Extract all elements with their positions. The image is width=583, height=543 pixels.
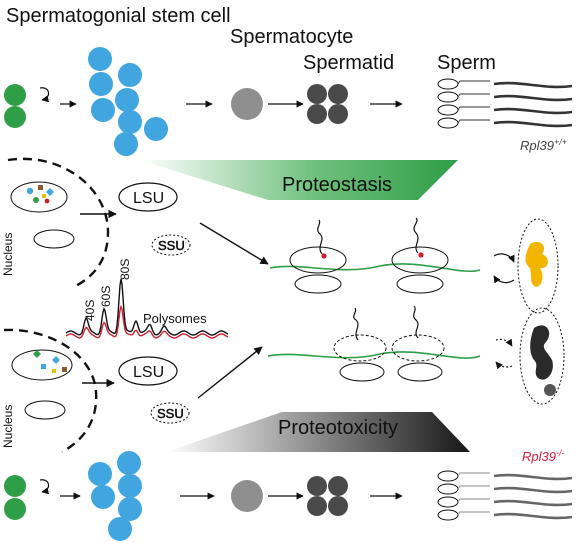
sperm-head [437,509,459,521]
sperm-midpiece [457,485,490,490]
peak-label-40s: 40S [83,300,97,321]
ribosome-precursor-lower [24,400,66,420]
proteostasis-label: Proteostasis [282,174,392,196]
cell-membrane-upper [7,157,110,290]
nascent-chain-1-lower [353,307,359,341]
genotype-allele-knockout: -/- [556,448,565,458]
sperm-tail [493,120,573,128]
self-renewal-arrow-top [39,87,50,103]
lsu-label-lower: LSU [133,364,164,381]
ribosomal-proteins-upper [26,185,54,204]
spermatogonia-cluster-bottom [88,451,142,541]
nascent-chain-1-upper [317,219,323,255]
cell-membrane-lower [3,328,98,454]
label-spermatogonial-stem-cell: Spermatogonial stem cell [6,5,231,27]
sperm-head [437,117,459,129]
nucleolus-lower [11,349,73,381]
mrna-lower [267,351,481,359]
stem-cell-pair-top [4,84,26,128]
folding-cycle-arrows-upper [493,253,515,284]
stem-cell-pair-bottom [4,475,26,520]
folded-protein-cell-upper [517,218,559,314]
arrow-to-translation-lower [197,346,263,399]
nucleus-label-lower: Nucleus [1,405,15,448]
misfolding-cycle-arrows-lower [495,338,513,370]
sperm-midpiece [457,106,490,111]
genotype-gene-wildtype: Rpl39 [520,138,554,153]
sperm-tail [493,473,573,481]
ssu-label-lower: SSU [157,406,184,421]
sperm-head [437,483,459,495]
sperm-group-bottom [437,470,573,521]
sperm-tail [493,107,573,115]
spermatid-cluster-bottom [307,476,348,516]
peak-label-80s: 80S [118,259,132,280]
ribosome-precursor-upper [33,229,75,249]
translating-ribosomes-upper [269,217,481,294]
proteotoxicity-label: Proteotoxicity [278,417,398,439]
genotype-allele-wildtype: +/+ [554,137,567,147]
translating-ribosomes-lower [267,305,481,382]
ssu-upper [151,234,191,256]
proteostasis-banner [140,160,458,200]
sperm-head [437,78,459,90]
genotype-label-knockout: Rpl39-/- [522,448,564,464]
nucleolus-upper [10,181,68,213]
spermatid-cluster-top [307,84,348,124]
sperm-head [437,104,459,116]
polysome-trace-red [65,304,229,339]
sperm-tail [493,486,573,494]
nucleus-label-upper: Nucleus [1,233,15,276]
sperm-head [437,496,459,508]
sperm-tail [493,512,573,520]
sperm-midpiece [457,93,490,98]
polysomes-label: Polysomes [143,311,207,326]
nascent-chain-2-upper [413,217,419,254]
ribosomal-proteins-lower [33,350,67,373]
aggregated-protein-cell-lower [519,307,565,405]
lsu-label-upper: LSU [133,190,164,207]
sperm-midpiece [457,511,490,516]
spermatocyte-cell-top [231,88,263,120]
mrna-upper [269,263,481,272]
sperm-midpiece [457,498,490,503]
nascent-chain-2-lower [413,305,419,339]
polysome-trace-black [65,278,229,336]
sperm-group-top [437,78,573,129]
sperm-midpiece [457,119,490,124]
arrow-to-translation-upper [199,222,269,265]
sperm-tail [493,94,573,102]
ssu-label-upper: SSU [158,238,185,253]
peak-label-60s: 60S [99,286,113,307]
sperm-tail [493,81,573,89]
sperm-midpiece [457,80,490,85]
spermatogonia-cluster-top [88,47,168,156]
lsu-lower [118,356,178,386]
polysome-profile: 40S 60S 80S Polysomes [65,259,229,339]
label-spermatocyte-top: Spermatocyte [230,26,353,48]
sperm-tail [493,499,573,507]
sperm-head [437,91,459,103]
label-sperm-top: Sperm [437,52,496,74]
proteotoxicity-banner [166,412,470,452]
sperm-head [437,470,459,482]
spermatocyte-cell-bottom [231,480,263,512]
sperm-midpiece [457,472,490,477]
label-spermatid-top: Spermatid [303,52,394,74]
genotype-gene-knockout: Rpl39 [522,449,556,464]
ssu-lower [150,402,190,424]
self-renewal-arrow-bottom [39,479,50,495]
lsu-upper [118,182,178,212]
genotype-label-wildtype: Rpl39+/+ [520,137,567,153]
